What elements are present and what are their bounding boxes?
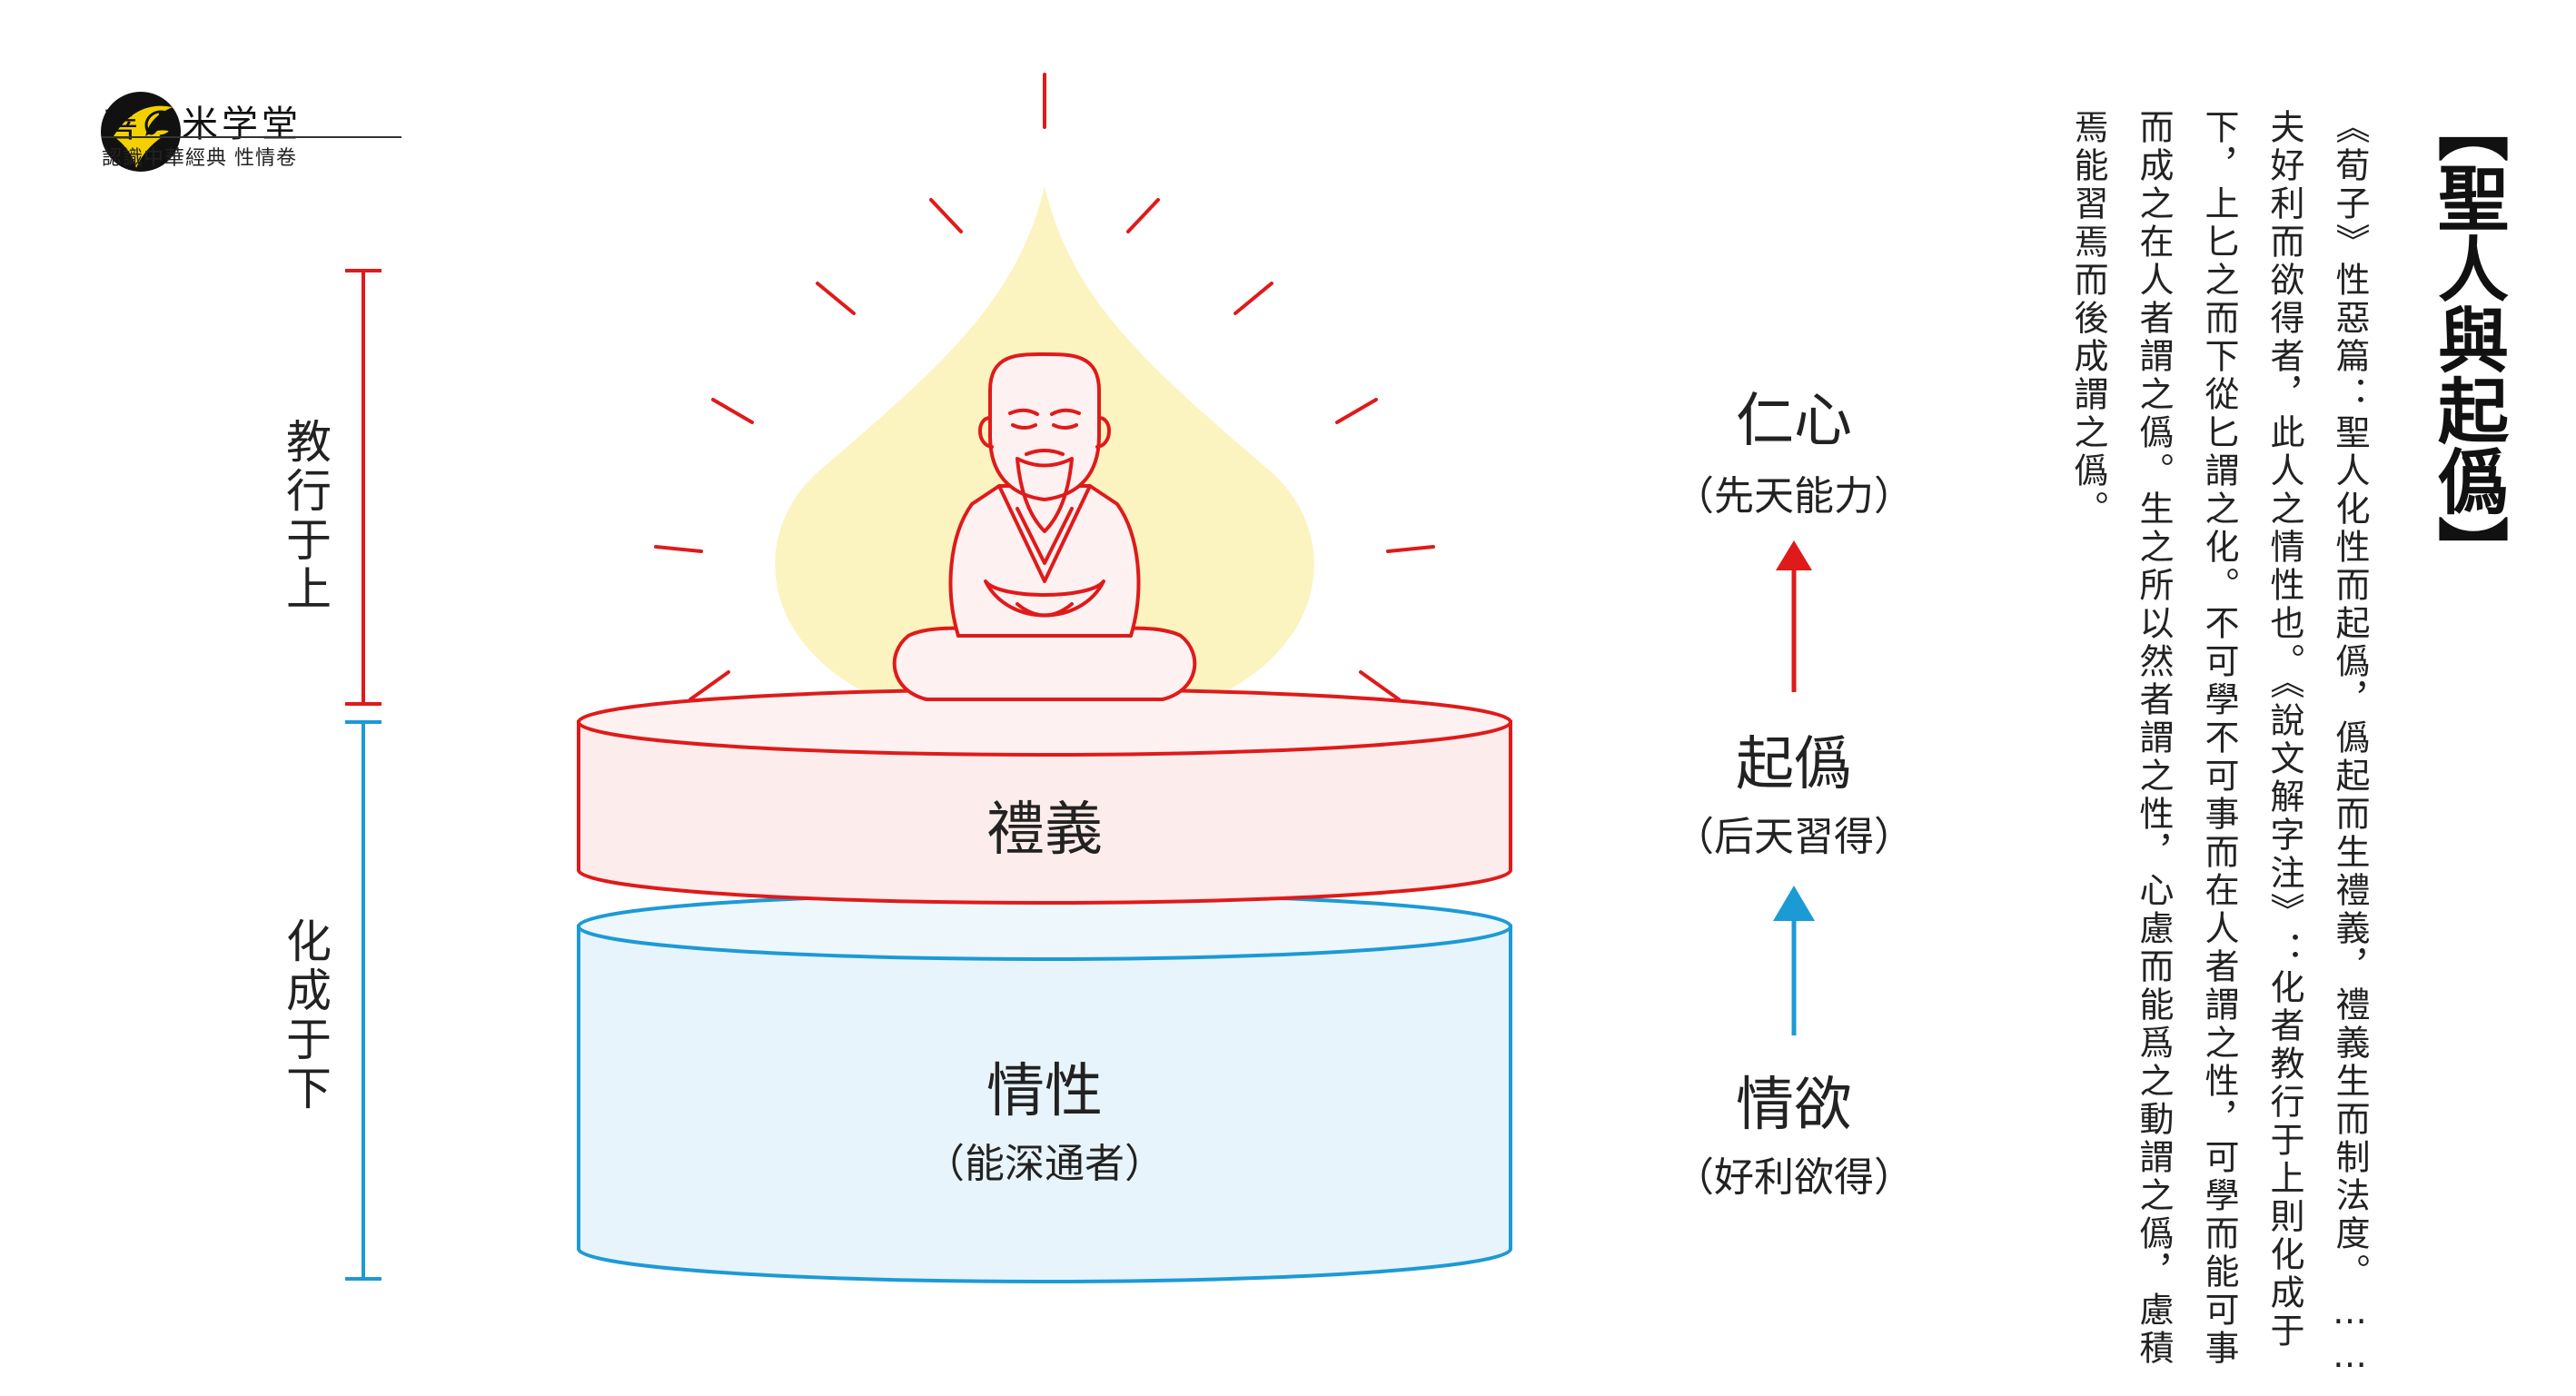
panel-column-3: 下，上匕之而下從匕謂之化。不可學不可事而在人者謂之性，可學而能可事 (2199, 109, 2239, 1368)
upper-axis-label: 教行于上 (279, 418, 332, 614)
panel-column-2: 夫好利而欲得者，此人之情性也。《說文解字注》：化者教行于上則化成于 (2264, 109, 2304, 1351)
logo-subtitle: 認識中華經典 性情卷 (102, 147, 297, 170)
lower-drum-sublabel: （能深通者） (925, 1141, 1164, 1187)
top-flow-sublabel: （先天能力） (1674, 473, 1914, 520)
middle-flow-label: 起僞 (1736, 731, 1852, 798)
lower-drum-label: 情性 (986, 1058, 1103, 1125)
logo-divider (102, 136, 401, 138)
upward-arrow-blue (1773, 886, 1815, 1035)
upper-drum (577, 688, 1512, 905)
top-flow-label: 仁心 (1736, 388, 1852, 455)
panel-column-1: 《荀子》性惡篇：聖人化性而起僞，僞起而生禮義，禮義生而制法度。…… (2330, 109, 2370, 1379)
sage-figure (892, 352, 1197, 701)
upward-arrow-red (1776, 540, 1812, 692)
bottom-flow-sublabel: （好利欲得） (1674, 1154, 1914, 1201)
lower-drum (577, 892, 1512, 1283)
panel-title: 【聖人與起僞】 (2426, 91, 2509, 587)
lower-axis-label: 化成于下 (279, 917, 332, 1114)
upper-drum-label: 禮義 (986, 797, 1103, 864)
logo-title: 善の米学堂 (102, 104, 302, 145)
middle-flow-sublabel: （后天習得） (1674, 814, 1914, 860)
left-axis (345, 269, 381, 1281)
light-rays (654, 73, 1435, 701)
panel-column-4: 而成之在人者謂之僞。生之所以然者謂之性，心慮而能爲之動謂之僞，慮積 (2134, 109, 2174, 1368)
bottom-flow-label: 情欲 (1736, 1072, 1852, 1139)
panel-column-5: 焉能習焉而後成謂之僞。 (2068, 109, 2108, 529)
